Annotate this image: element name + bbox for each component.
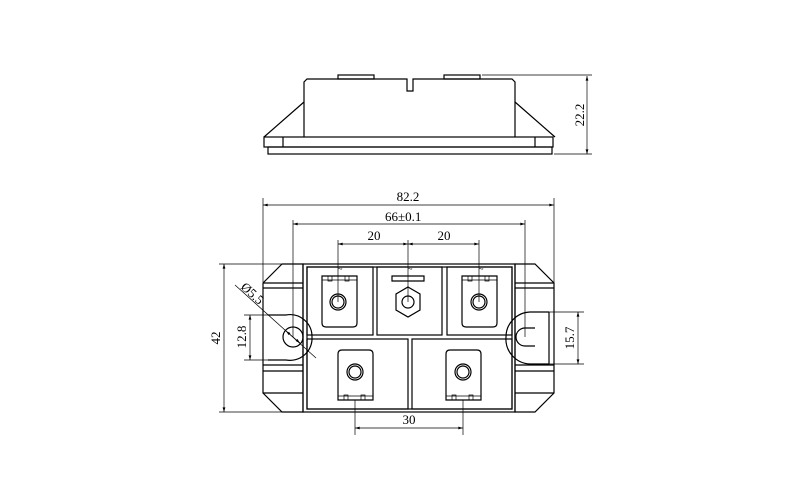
dim-label-12-8: 12.8 xyxy=(234,326,249,349)
terminal-ac-2 xyxy=(391,275,425,318)
side-flange xyxy=(263,136,554,148)
ext-66 xyxy=(292,220,526,337)
terminal-dc-1 xyxy=(337,349,374,401)
mounting-slot xyxy=(515,327,535,347)
cell-bottom-left xyxy=(306,338,409,410)
cell-top-left xyxy=(306,266,374,336)
dim-label-20-left: 20 xyxy=(368,228,381,243)
base-plate xyxy=(267,146,553,155)
dim-label-22-2: 22.2 xyxy=(572,104,587,127)
dim-label-30: 30 xyxy=(403,412,416,427)
dim-extension-lines xyxy=(482,74,592,155)
right-slot-boss xyxy=(505,311,531,365)
body-frame xyxy=(302,263,516,413)
ext-20 xyxy=(337,240,480,302)
side-slopes xyxy=(263,101,556,138)
left-ear-lines xyxy=(263,282,303,394)
terminal-ac-3 xyxy=(461,275,498,328)
dim-label-82-2: 82.2 xyxy=(397,189,420,204)
right-ear xyxy=(514,263,555,413)
cell-top-right xyxy=(446,266,513,336)
left-chamfer-top xyxy=(262,263,283,284)
ac-symbol-1: ~ xyxy=(338,264,343,274)
flange-lines xyxy=(282,137,536,147)
dim-label-42: 42 xyxy=(208,332,223,345)
dim-label-15-7: 15.7 xyxy=(562,326,577,349)
side-body xyxy=(303,78,516,137)
ext-82 xyxy=(262,198,555,283)
dim-label-20-right: 20 xyxy=(438,228,451,243)
cell-top-middle xyxy=(376,266,443,336)
right-ear-lines xyxy=(515,282,554,394)
terminal-dc-2 xyxy=(445,349,482,401)
ac-symbol-3: ~ xyxy=(479,264,484,274)
dim-label-66: 66±0.1 xyxy=(385,209,421,224)
front-view: ~ ~ ~ 82.2 66±0.1 xyxy=(208,189,584,435)
side-view: 22.2 xyxy=(263,74,592,155)
hole-diameter-arrows xyxy=(285,330,301,344)
left-mount-boss xyxy=(285,314,313,361)
ext-42 xyxy=(219,263,282,413)
terminal-ac-1 xyxy=(321,275,358,328)
ext-12-8 xyxy=(244,314,268,361)
hole-diameter-leader xyxy=(234,284,317,359)
cell-bottom-right xyxy=(411,338,513,410)
ac-symbol-2: ~ xyxy=(408,264,413,274)
